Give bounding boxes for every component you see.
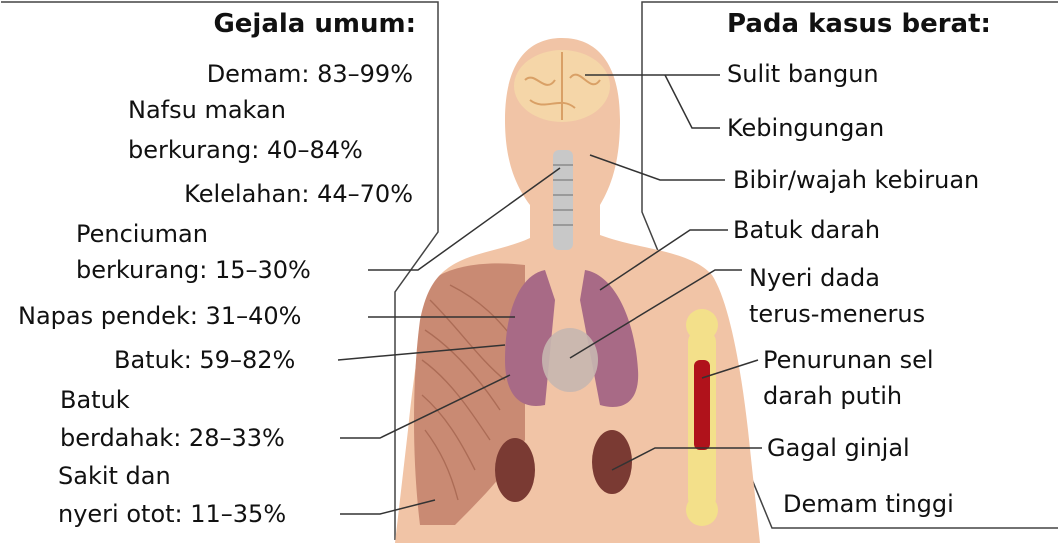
symptom-smell-line1: Penciuman — [76, 218, 208, 250]
left-kidney — [495, 438, 535, 502]
severe-cyanosis: Bibir/wajah kebiruan — [733, 164, 979, 196]
severe-header: Pada kasus berat: — [727, 8, 991, 40]
symptom-cough: Batuk: 59–82% — [114, 344, 295, 376]
symptom-myalgia-line2: nyeri otot: 11–35% — [58, 498, 286, 530]
symptom-fever: Demam: 83–99% — [207, 58, 413, 90]
leader-confusion — [665, 75, 720, 128]
symptom-fatigue: Kelelahan: 44–70% — [184, 178, 413, 210]
symptom-appetite-line2: berkurang: 40–84% — [128, 134, 363, 166]
symptom-sputum-line1: Batuk — [60, 384, 130, 416]
severe-chest-pain-line1: Nyeri dada — [749, 262, 880, 294]
symptom-sputum-line2: berdahak: 28–33% — [60, 422, 285, 454]
severe-high-fever: Demam tinggi — [783, 488, 954, 520]
symptom-breath: Napas pendek: 31–40% — [18, 300, 301, 332]
heart — [542, 328, 598, 392]
symptom-smell-line2: berkurang: 15–30% — [76, 254, 311, 286]
severe-leukopenia-line2: darah putih — [763, 380, 902, 412]
severe-hemoptysis: Batuk darah — [733, 214, 880, 246]
bone-joint — [686, 494, 718, 526]
severe-confusion: Kebingungan — [727, 112, 884, 144]
severe-chest-pain-line2: terus-menerus — [749, 298, 925, 330]
symptom-myalgia-line1: Sakit dan — [58, 460, 171, 492]
severe-leukopenia-line1: Penurunan sel — [763, 344, 934, 376]
severe-kidney: Gagal ginjal — [767, 432, 910, 464]
bone-marrow — [694, 360, 710, 450]
symptom-appetite-line1: Nafsu makan — [128, 94, 286, 126]
common-header: Gejala umum: — [213, 8, 416, 40]
bone-head — [686, 309, 718, 341]
severe-waking: Sulit bangun — [727, 58, 879, 90]
